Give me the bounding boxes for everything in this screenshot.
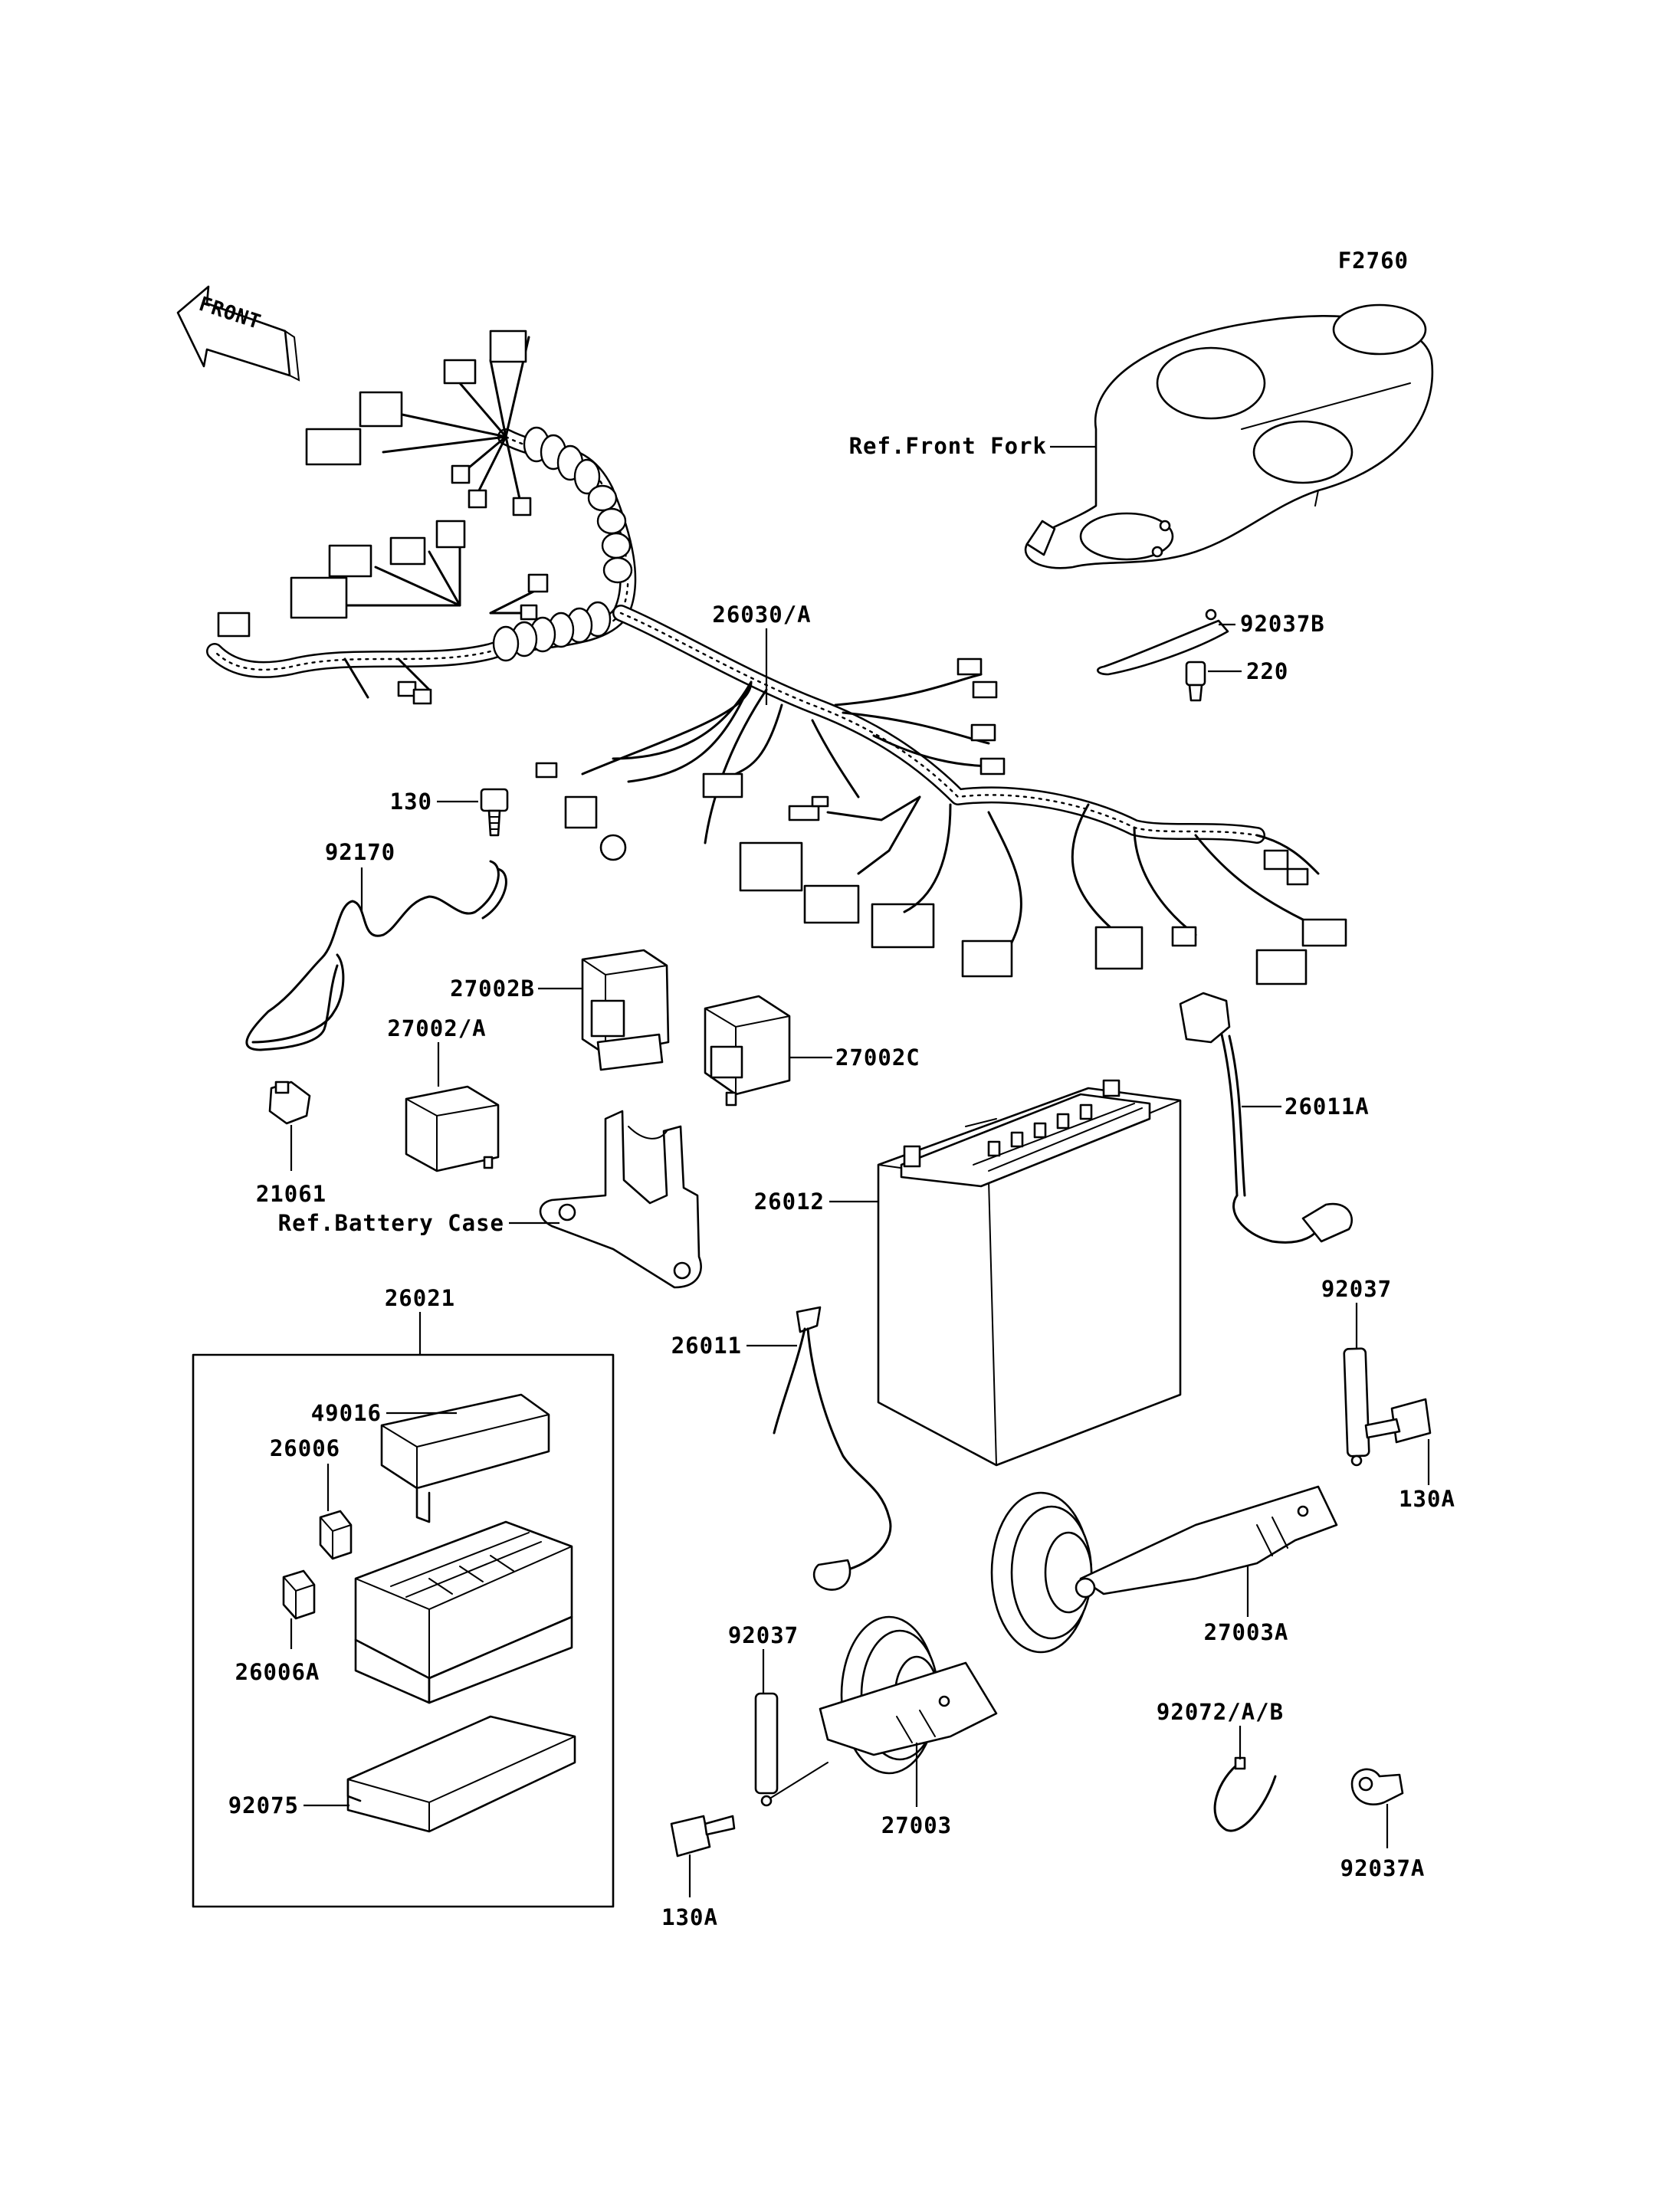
label-27002A: 27002/A [387, 1015, 486, 1041]
part-27003 [819, 1615, 998, 1775]
part-220 [1185, 661, 1206, 702]
label-26006A: 26006A [235, 1659, 320, 1685]
label-27003A: 27003A [1204, 1619, 1289, 1645]
label-26011: 26011 [671, 1333, 742, 1359]
label-26012: 26012 [754, 1189, 825, 1215]
part-130A-right [1364, 1398, 1432, 1444]
front-fork-bracket [1024, 303, 1434, 569]
label-92037B: 92037B [1240, 611, 1325, 637]
part-26011A [1179, 992, 1354, 1244]
label-130A-right: 130A [1399, 1486, 1455, 1512]
part-27002C [704, 995, 791, 1107]
part-26006 [319, 1510, 353, 1560]
label-130A-left: 130A [661, 1904, 718, 1930]
part-49016 [380, 1393, 550, 1523]
label-ref-front-fork: Ref.Front Fork [849, 433, 1047, 459]
part-27002B [581, 949, 670, 1071]
label-130: 130 [390, 789, 432, 815]
part-21061 [268, 1080, 311, 1125]
label-49016: 49016 [311, 1400, 382, 1426]
part-92037A [1350, 1768, 1404, 1806]
label-27002B: 27002B [450, 976, 535, 1002]
main-harness [206, 330, 1347, 985]
label-92037-right: 92037 [1321, 1276, 1392, 1302]
part-130 [480, 788, 509, 837]
label-92037A: 92037A [1340, 1855, 1426, 1881]
part-26006A [282, 1569, 316, 1620]
part-26011 [773, 1306, 892, 1591]
part-92037B [1097, 608, 1229, 676]
part-130A-left [670, 1815, 736, 1858]
part-92170 [245, 860, 507, 1051]
label-92170: 92170 [325, 839, 395, 865]
harness-connectors-mid-left [217, 520, 549, 705]
label-26030A: 26030/A [712, 602, 811, 628]
label-92075: 92075 [228, 1792, 299, 1818]
label-27003: 27003 [881, 1812, 952, 1838]
part-27003A [990, 1485, 1338, 1654]
part-92072AB [1213, 1756, 1277, 1832]
label-26006: 26006 [270, 1435, 340, 1461]
part-92037-right [1343, 1347, 1370, 1467]
label-21061: 21061 [256, 1181, 326, 1207]
label-92072AB: 92072/A/B [1157, 1699, 1284, 1725]
label-26021: 26021 [385, 1285, 455, 1311]
label-26011A: 26011A [1285, 1094, 1370, 1120]
label-27002C: 27002C [835, 1044, 920, 1071]
part-26012 [877, 1079, 1182, 1467]
label-220: 220 [1246, 658, 1288, 684]
front-arrow: FRONT [176, 285, 300, 382]
harness-connectors-upper-left [305, 330, 532, 516]
figure-code: F2760 [1338, 248, 1409, 274]
part-27002A [405, 1085, 500, 1172]
harness-coil-lower [492, 601, 612, 662]
label-ref-battery-case: Ref.Battery Case [278, 1210, 504, 1236]
harness-coil-upper [523, 426, 633, 584]
fuse-box-body [354, 1520, 573, 1704]
harness-connectors-lower [535, 657, 1347, 985]
part-92037-left [754, 1692, 829, 1807]
battery-case-bracket [539, 1110, 702, 1289]
label-92037-left: 92037 [728, 1622, 799, 1648]
part-92075 [346, 1715, 576, 1833]
